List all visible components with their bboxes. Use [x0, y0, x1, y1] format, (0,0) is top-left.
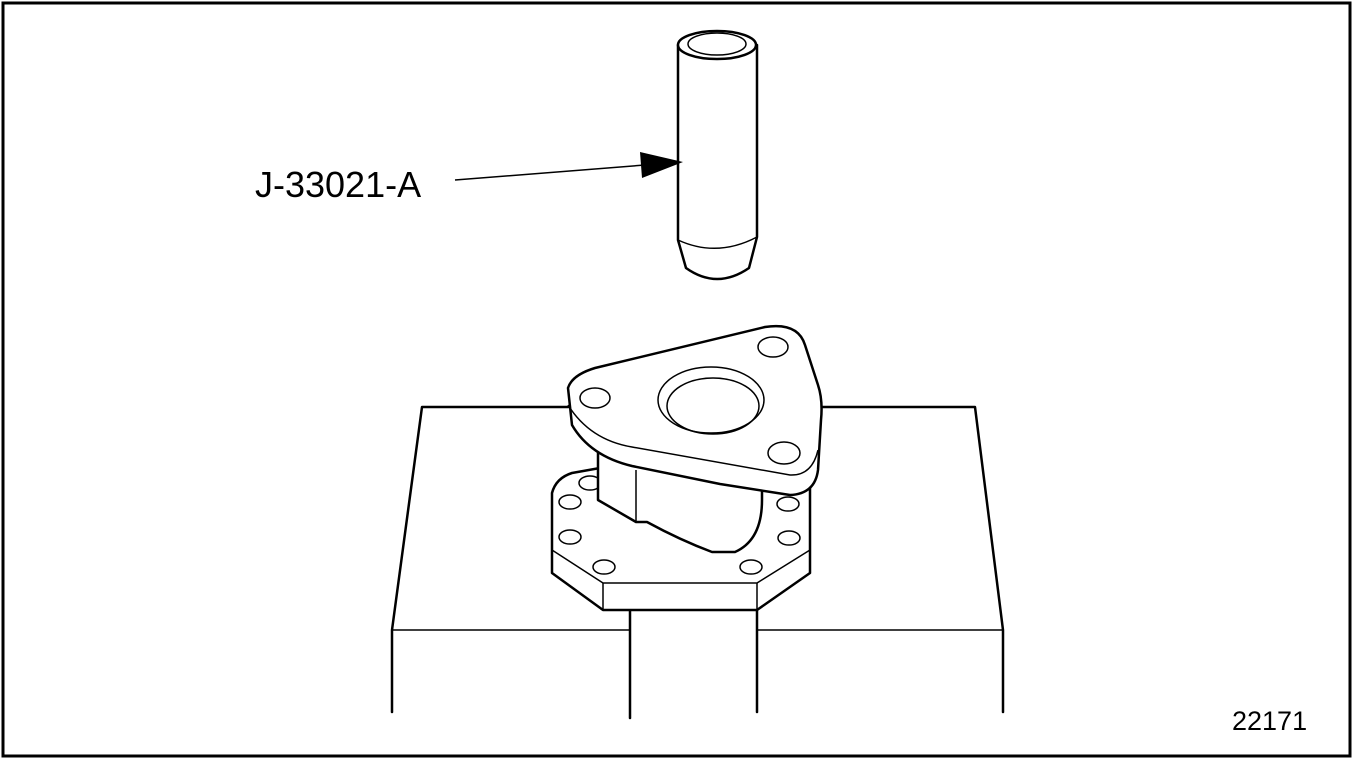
bore-outer [657, 366, 765, 434]
bolt-hole [592, 559, 616, 575]
bolt-hole [757, 336, 789, 358]
bore-inner [666, 377, 760, 435]
tool-label: J-33021-A [255, 164, 421, 205]
bolt-hole [558, 494, 582, 510]
installer-tool [676, 29, 759, 281]
upper-flange [566, 324, 823, 497]
left-support-block [390, 405, 632, 720]
figure-number: 22171 [1232, 706, 1307, 736]
bolt-hole [777, 530, 801, 546]
bolt-hole [767, 441, 801, 465]
leader-arrow [454, 152, 683, 181]
bolt-hole [558, 529, 582, 545]
bolt-hole [776, 496, 800, 512]
bolt-hole [579, 387, 611, 409]
bolt-hole [739, 559, 763, 575]
right-support-block [755, 405, 1005, 714]
